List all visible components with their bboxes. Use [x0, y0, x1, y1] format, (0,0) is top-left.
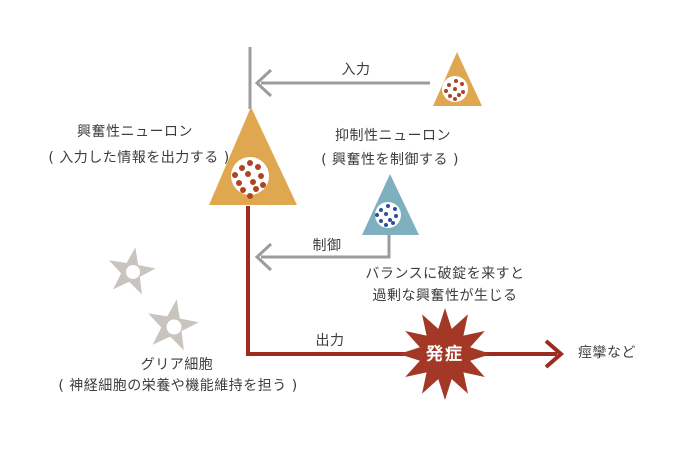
input-arrow-label: 入力 [341, 62, 371, 78]
excitatory-nucleus-dots [232, 160, 266, 199]
output-arrow-label: 出力 [315, 333, 345, 349]
glia-star-2-hole [166, 319, 182, 335]
input-nucleus-dots [444, 79, 465, 101]
inhibitory-neuron-label: 抑制性ニューロン [335, 128, 451, 144]
input-arrowhead-icon [254, 68, 273, 98]
gray-connectors [248, 47, 430, 272]
onset-burst-icon [399, 308, 491, 400]
excitatory-neuron-description: ( 入力した情報を出力する ) [48, 150, 230, 166]
glia-description: ( 神経細胞の栄養や機能維持を担う ) [58, 378, 298, 394]
onset-label: 発症 [426, 344, 464, 365]
excitatory-triangle [209, 107, 297, 205]
control-arrow-line [261, 235, 391, 259]
input-neuron-icon [433, 52, 482, 106]
glia-label: グリア細胞 [140, 357, 214, 373]
inhibitory-neuron-icon [362, 174, 419, 235]
inhibitory-nucleus-dots [375, 204, 398, 227]
glia-star-1-hole [126, 265, 140, 279]
excitatory-neuron-icon [209, 107, 297, 205]
control-arrow-label: 制御 [312, 238, 342, 254]
output-arrowhead-icon [544, 339, 565, 369]
glia-icon [108, 247, 199, 351]
excitatory-neuron-label: 興奮性ニューロン [77, 124, 193, 140]
inhibitory-neuron-description: ( 興奮性を制御する ) [321, 152, 459, 168]
control-arrowhead-icon [254, 242, 273, 272]
result-label: 痙攣など [578, 345, 636, 361]
balance-note-line1: バランスに破錠を来すと [365, 266, 525, 282]
balance-note-line2: 過剰な興奮性が生じる [372, 288, 518, 304]
